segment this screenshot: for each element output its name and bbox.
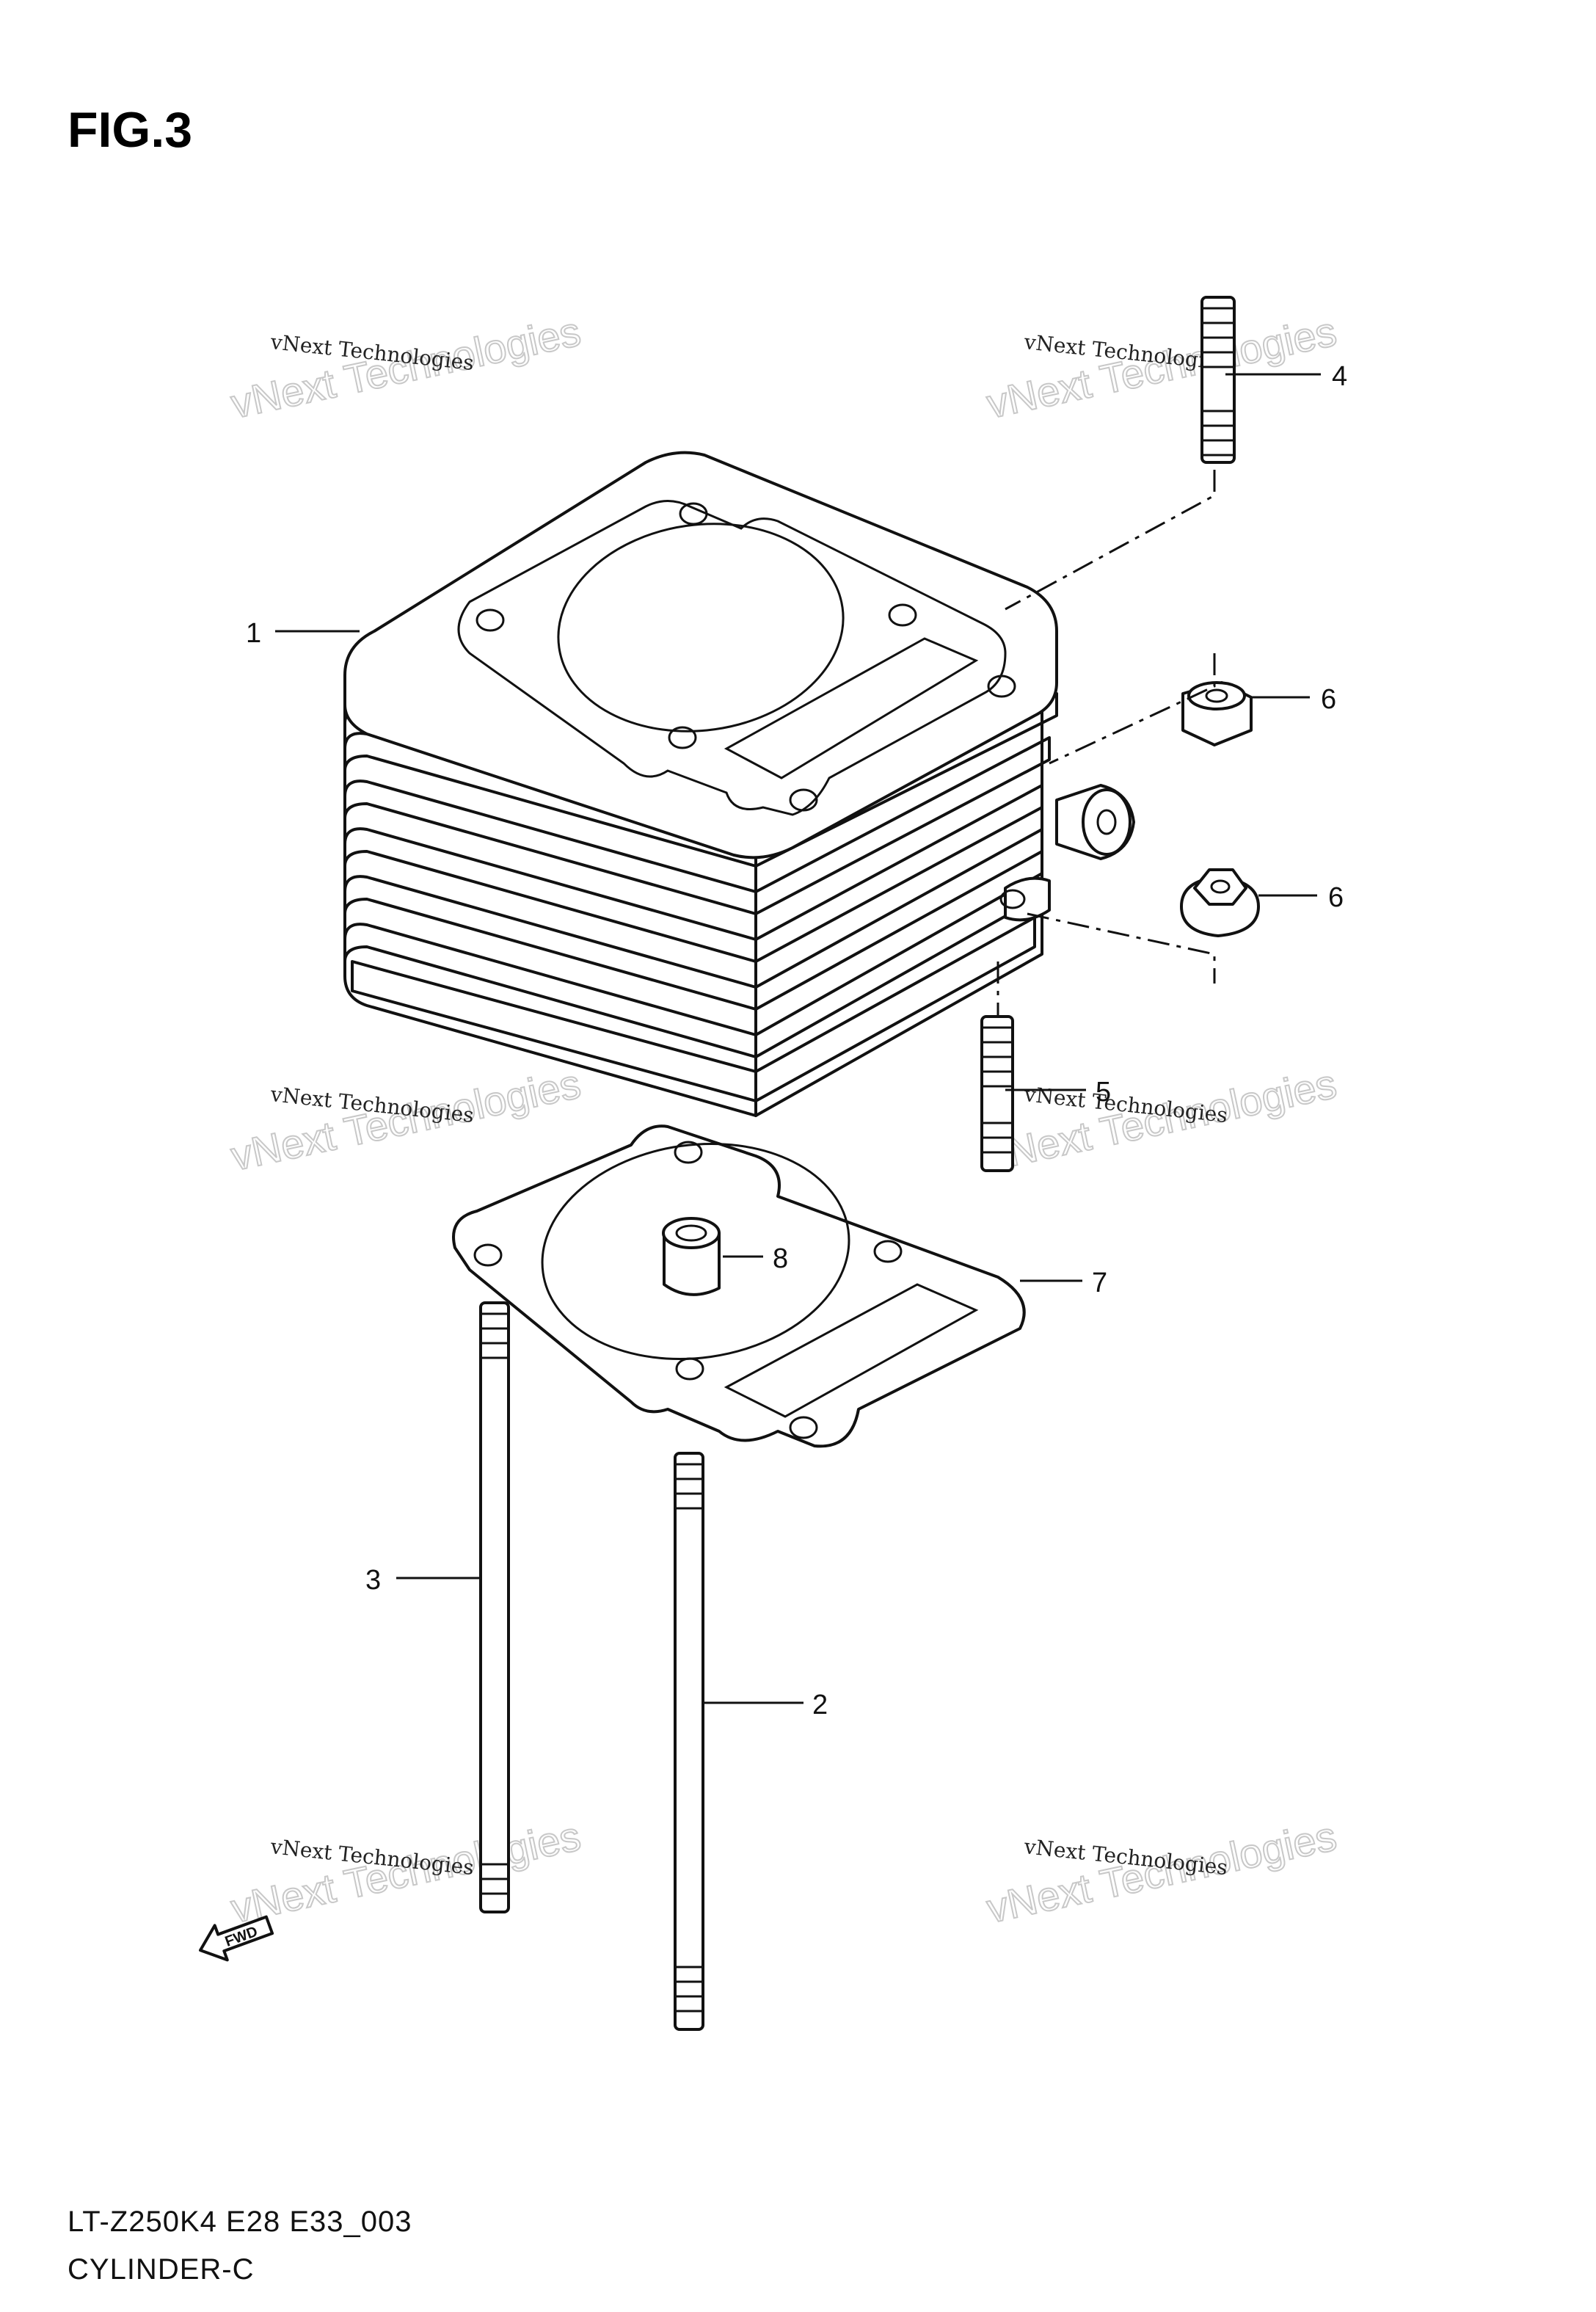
callout-7: 7: [1092, 1268, 1107, 1298]
callout-6-upper: 6: [1321, 684, 1336, 715]
cylinder-part-1: [343, 451, 1135, 1117]
dowel-pin-part-8: [662, 1217, 721, 1296]
callout-1: 1: [246, 618, 261, 649]
callout-2: 2: [812, 1690, 828, 1720]
gasket-part-7: [452, 1124, 1026, 1448]
watermark-top-right: vNext Technologies vNext Technologies: [982, 307, 1341, 427]
leader-lines: [275, 373, 1321, 1704]
watermark-bottom-left: vNext Technologies vNext Technologies: [226, 1811, 585, 1932]
watermark-mid-left: vNext Technologies vNext Technologies: [226, 1059, 585, 1179]
stud-part-5: [980, 1015, 1014, 1172]
callout-3: 3: [365, 1565, 381, 1596]
callout-4: 4: [1332, 361, 1347, 392]
callout-6-lower: 6: [1328, 882, 1344, 913]
stud-bolt-part-2: [674, 1452, 704, 2031]
watermark-top-left: vNext Technologies vNext Technologies: [226, 307, 585, 427]
stud-bolt-part-3: [479, 1301, 510, 1913]
figure-title: FIG.3: [68, 102, 192, 158]
stud-part-4: [1200, 296, 1236, 464]
section-name: CYLINDER-C: [68, 2253, 254, 2286]
callout-8: 8: [773, 1243, 788, 1274]
watermark-bottom-right: vNext Technologies vNext Technologies: [982, 1811, 1341, 1932]
nut-part-6-lower: [1180, 868, 1260, 937]
assembly-lines: [996, 470, 1216, 1017]
watermark-mid-right: vNext Technologies vNext Technologies: [982, 1059, 1341, 1179]
callout-labels: 1 2 3 4 5 6 6 7 8: [246, 361, 1347, 1720]
nut-part-6-upper: [1181, 681, 1253, 746]
model-code: LT-Z250K4 E28 E33_003: [68, 2206, 412, 2238]
callout-5: 5: [1096, 1077, 1111, 1108]
